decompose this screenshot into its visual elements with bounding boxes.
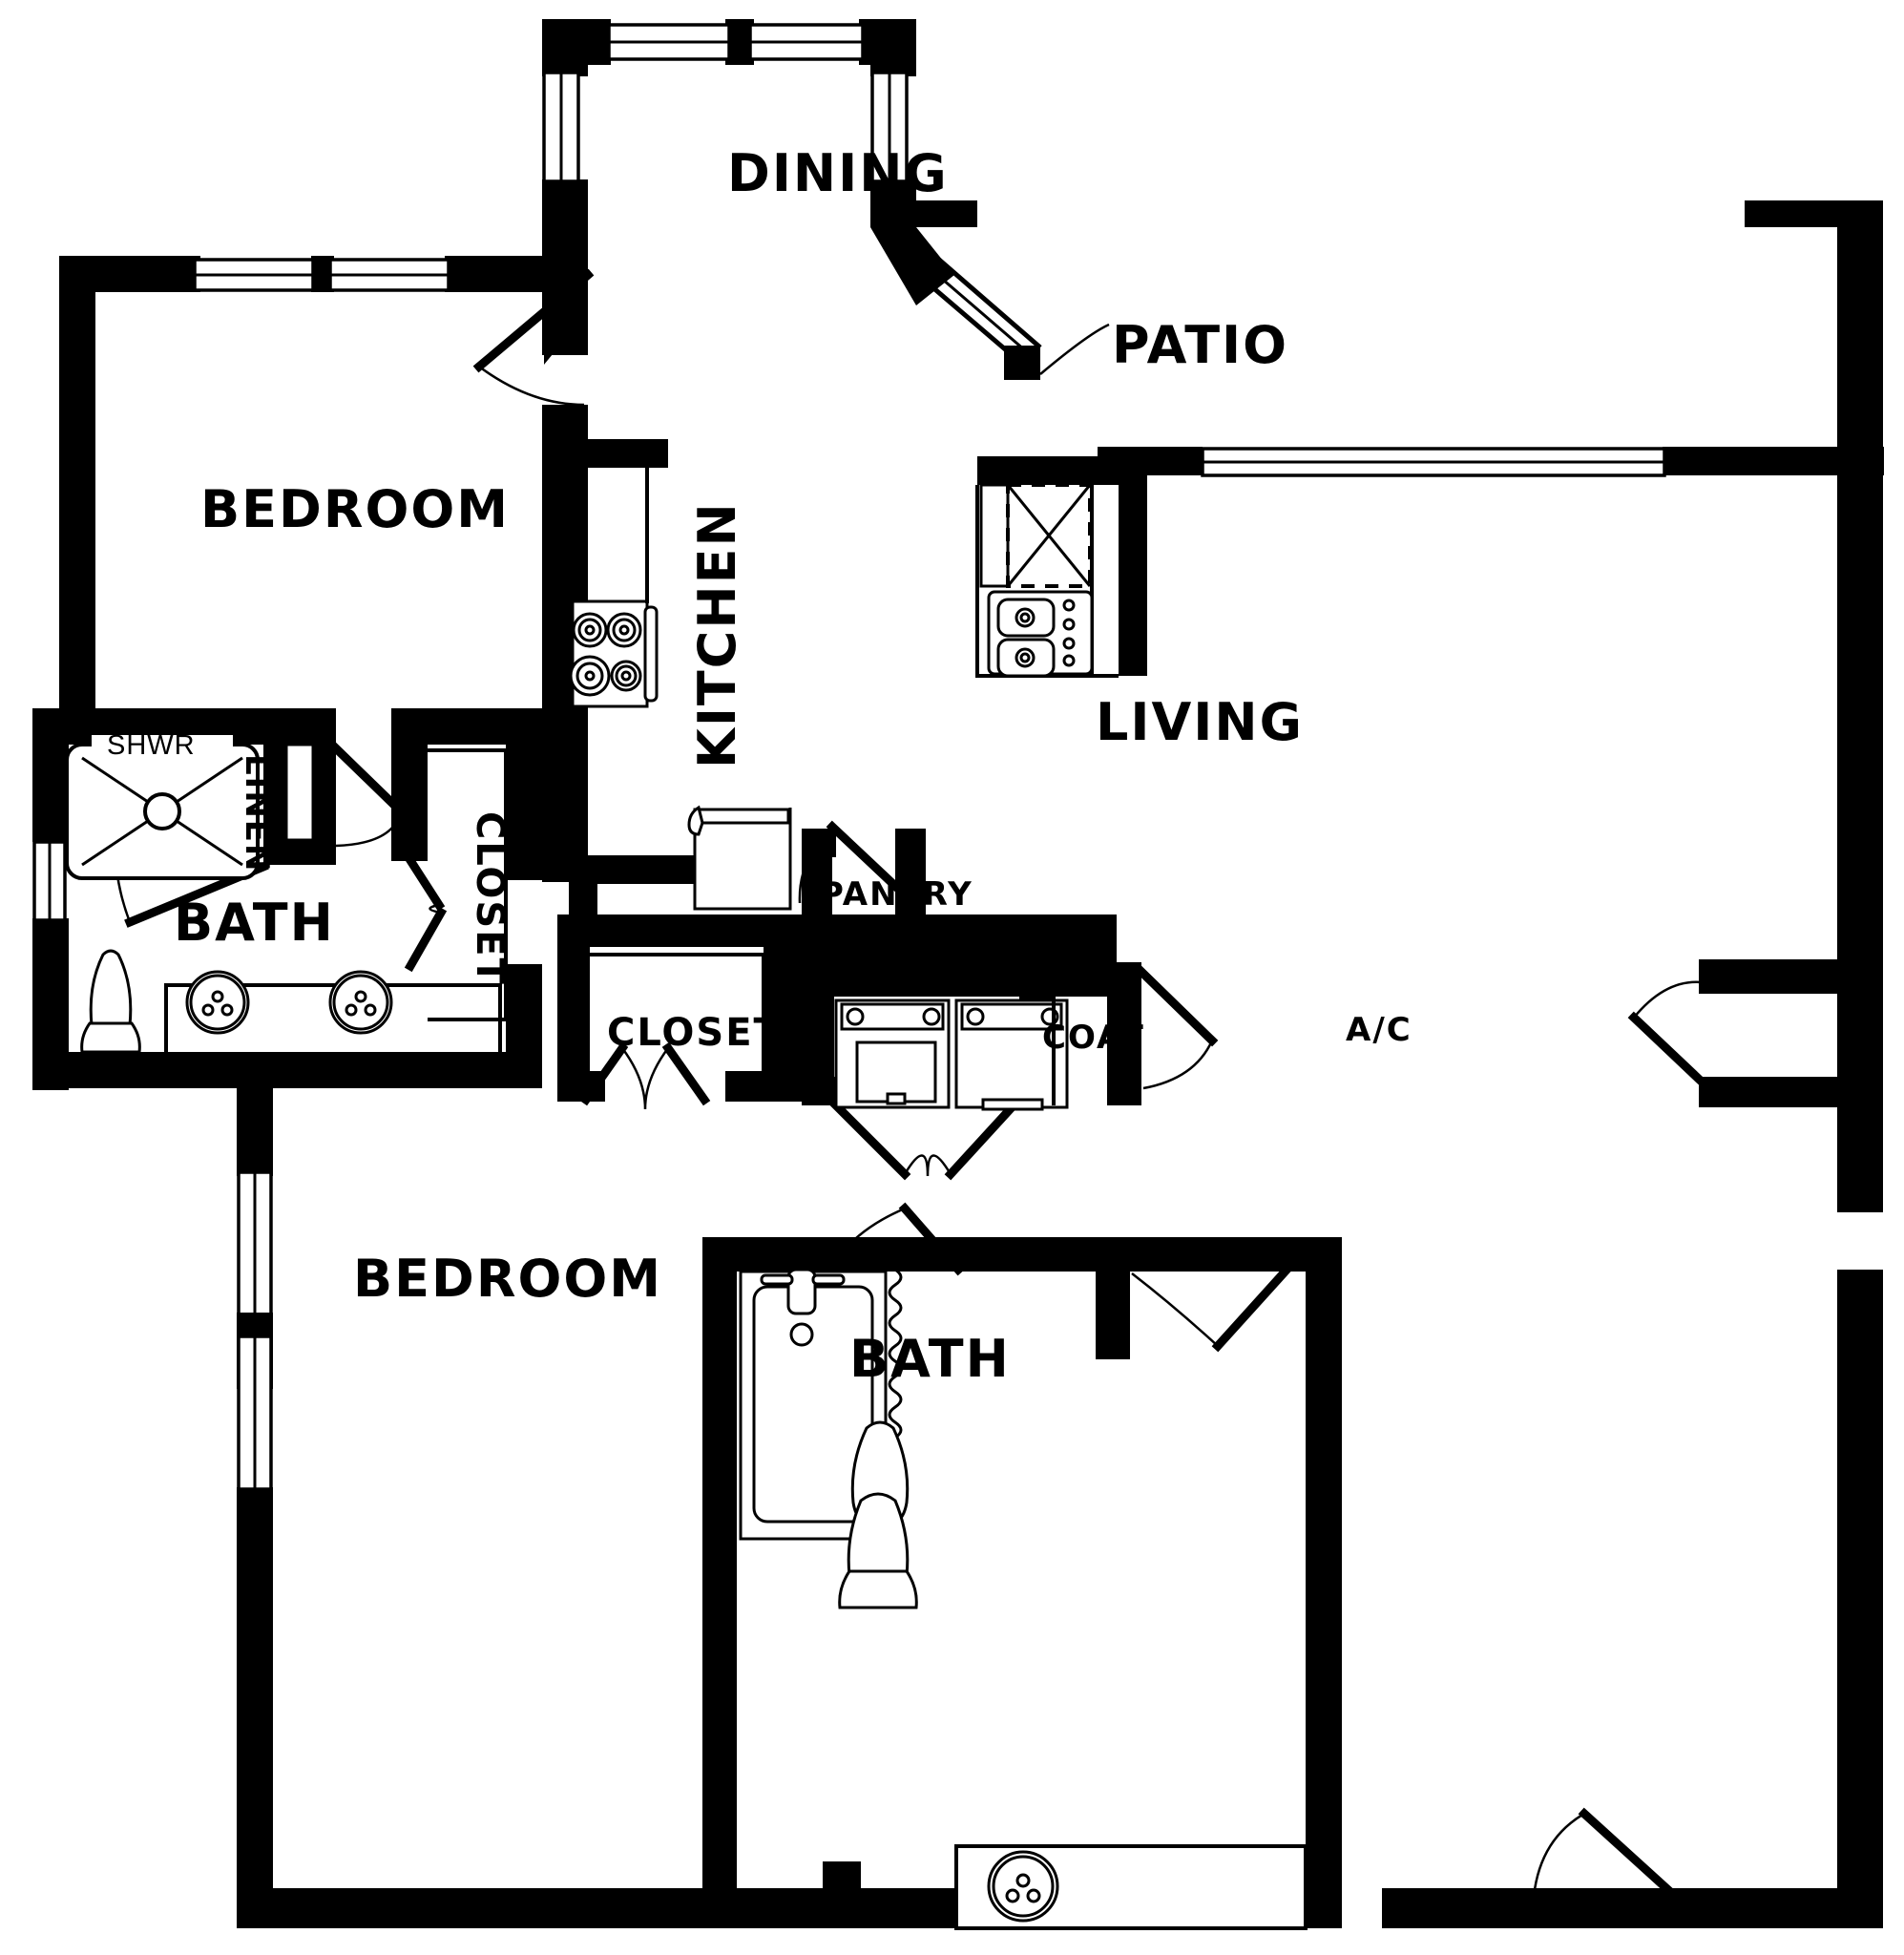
window-patio-south <box>1201 447 1666 477</box>
door-pantry <box>798 820 904 904</box>
sink-left <box>185 970 250 1035</box>
door-bedroom-upper <box>472 268 595 407</box>
toilet-upper-bath <box>80 949 141 1054</box>
fixtures <box>65 468 1308 1930</box>
door-bedroom-lower <box>830 1202 965 1276</box>
linen-shelf <box>284 743 315 842</box>
door-ac <box>1627 980 1711 1091</box>
room-label-closet-upper: CLOSET <box>468 811 512 986</box>
window-bedroom-upper-north-right <box>328 258 450 292</box>
window-bath-upper-west <box>32 840 67 922</box>
sink-right <box>328 970 393 1035</box>
door-closet-upper <box>398 845 448 973</box>
room-label-shwr: SHWR <box>107 730 196 761</box>
window-dining-west <box>542 71 580 183</box>
door-entry <box>1531 1807 1694 1914</box>
door-bath-lower <box>1131 1240 1314 1353</box>
room-label-pantry: PANTRY <box>820 875 973 914</box>
room-label-bath-upper: BATH <box>174 893 335 953</box>
walls <box>32 19 1884 1928</box>
kitchen-island <box>975 483 1119 678</box>
dishwasher <box>979 483 1092 588</box>
double-vanity <box>164 970 502 1056</box>
room-label-living: LIVING <box>1096 692 1304 752</box>
room-label-bedroom-lower: BEDROOM <box>353 1249 662 1309</box>
window-dining-north-left <box>607 23 731 61</box>
door-patio-sliding <box>916 258 1110 375</box>
door-laundry <box>829 1099 1020 1181</box>
window-dining-east <box>870 71 909 183</box>
room-labels: DINING BEDROOM PATIO KITCHEN LIVING BATH… <box>107 143 1412 1389</box>
dryer <box>954 999 1069 1111</box>
room-label-patio: PATIO <box>1112 315 1288 375</box>
room-label-bedroom-upper: BEDROOM <box>200 479 510 539</box>
room-label-coat: COAT <box>1042 1019 1145 1057</box>
room-label-dining: DINING <box>727 143 949 203</box>
kitchen-sink <box>987 590 1094 678</box>
shower-pan <box>65 735 260 880</box>
closet-upper-shelf <box>428 748 508 1021</box>
door-linen <box>329 742 408 848</box>
door-coat <box>1135 965 1219 1090</box>
washer <box>834 999 951 1109</box>
room-label-kitchen: KITCHEN <box>687 501 747 768</box>
window-bedroom-lower-west <box>237 1170 273 1491</box>
range-cooktop <box>569 468 659 708</box>
toilet-lower-bath <box>838 1420 918 1609</box>
refrigerator <box>687 805 792 911</box>
room-label-ac: A/C <box>1346 1011 1412 1049</box>
room-label-linen: LINEN <box>238 754 276 872</box>
vanity-lower-bath <box>954 1844 1308 1930</box>
door-closet-lower <box>579 1041 711 1110</box>
closet-lower-shelf <box>590 953 765 1071</box>
window-dining-north-right <box>748 23 865 61</box>
room-label-bath-lower: BATH <box>849 1329 1011 1389</box>
window-bedroom-upper-north-left <box>193 258 315 292</box>
room-label-closet-lower: CLOSET <box>607 1011 782 1055</box>
windows <box>32 23 1666 1491</box>
